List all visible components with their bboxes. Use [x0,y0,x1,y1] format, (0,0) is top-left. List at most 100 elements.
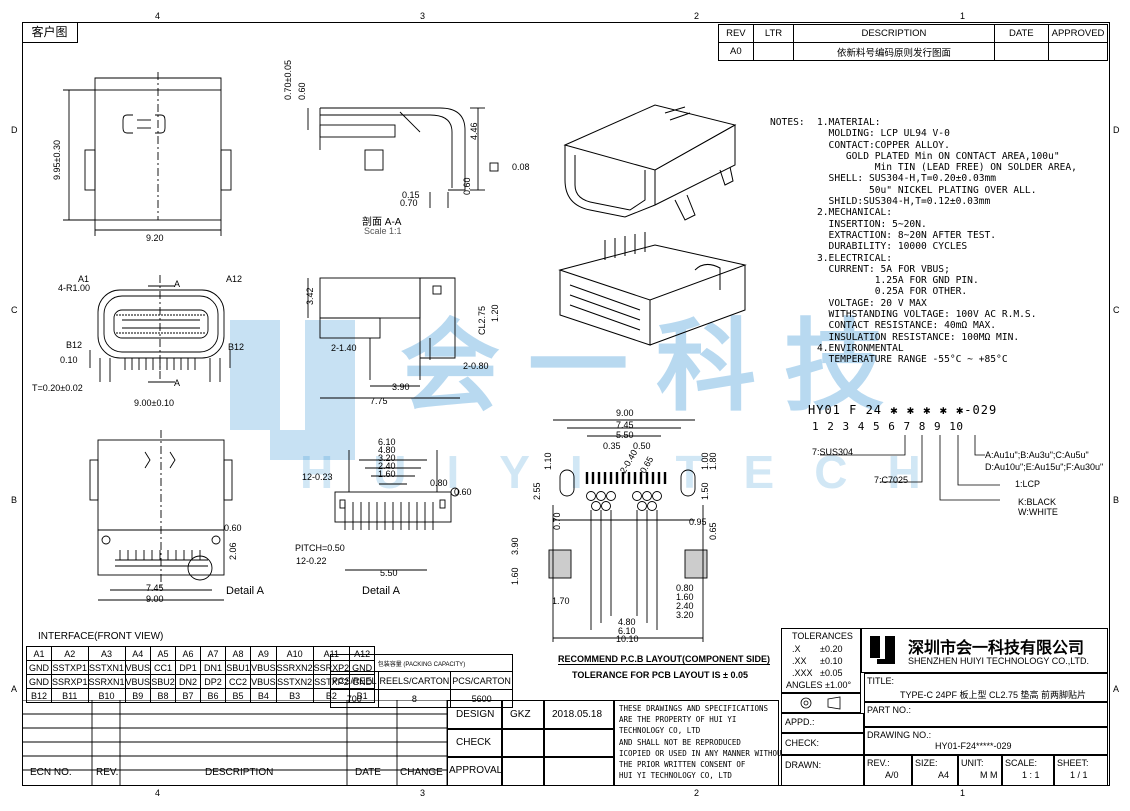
dim-sec-015: 0.15 [402,190,420,200]
rev-header-rev: REV [718,24,754,43]
dim-sec-070-005: 0.70±0.05 [283,60,293,100]
interface-cell: VBUS [124,674,152,689]
company-cell [861,628,1108,673]
dim-pcb-070: 0.70 [552,512,562,530]
dim-bottom-060: 0.60 [224,523,242,533]
company-name-cn: 深圳市会一科技有限公司 [908,640,1085,657]
signoff-check-label: CHECK [456,737,492,748]
note-line: CONTACT:COPPER ALLOY. [817,139,950,151]
packing-table: 包装容量 (PACKING CAPACITY) PCS/REEL REELS/C… [330,654,513,708]
zone-col-2-bottom: 2 [694,788,700,798]
note-line: EXTRACTION: 8~20N AFTER TEST. [817,229,997,241]
signoff-design-date: 2018.05.18 [552,709,603,720]
note-line: 50u" NICKEL PLATING OVER ALL. [817,184,1037,196]
interface-cell: A1 [26,646,52,661]
dim-bottom-900: 9.00 [146,594,164,604]
note-line: CURRENT: 5A FOR VBUS; [817,263,950,275]
interface-cell: DN2 [175,674,202,689]
rev-header-date: DATE [993,24,1050,43]
dim-side-120: 1.20 [490,304,500,322]
tol-x-value: ±0.20 [820,644,843,654]
dim-detail-610: 6.10 [378,437,396,447]
note-line: 1.MATERIAL: [817,117,881,128]
dim-pcb-035: 0.35 [603,441,621,451]
dim-sec-070: 0.70 [400,198,418,208]
note-line: 1.25A FOR GND PIN. [817,275,979,287]
signoff-designer-cell [502,700,544,729]
interface-cell: SSRXN2 [275,660,314,675]
signoff-check-cell [447,729,502,757]
projection-symbol-icon [800,696,841,710]
interface-cell: CC2 [225,674,252,689]
dim-detail-080: 0.80 [430,478,448,488]
dim-side-390: 3.90 [392,382,410,392]
dim-pcb-b480: 4.80 [618,617,636,627]
note-line: MOLDING: LCP UL94 V-0 [817,128,950,140]
dim-detail-12-022: 12-0.22 [296,556,327,566]
code-legend-plating-1: A:Au1u";B:Au3u";C:Au5u" [985,450,1089,460]
drawing-no-label: DRAWING NO.: [867,730,932,740]
part-code-leaders [820,435,1000,501]
part-no-label: PART NO.: [867,705,912,715]
signoff-date-cell [544,700,614,729]
dim-side-342: 3.42 [305,287,315,305]
code-legend-sus304: 7:SUS304 [812,447,854,457]
check-cell [781,733,864,755]
detail-a-title: Detail A [362,585,400,597]
interface-cell: A9 [250,646,277,661]
proprietary-notice: THESE DRAWINGS AND SPECIFICATIONS ARE TH… [619,703,782,781]
packing-header-pcs-reel: PCS/REEL [330,671,379,690]
signoff-approval-label: APPROVAL [449,765,503,776]
proprietary-line: THESE DRAWINGS AND SPECIFICATIONS [619,704,769,713]
note-line: 3.ELECTRICAL: [817,252,893,264]
bottom-view-drawing [89,430,233,601]
section-aa-scale: Scale 1:1 [364,226,402,236]
label-pin-a1: A1 [78,274,90,284]
interface-cell: A5 [150,646,177,661]
dim-pcb-390: 3.90 [510,537,520,555]
top-view-drawing [63,72,232,236]
size-value: A4 [938,770,950,780]
signoff-approval-name-cell [502,757,544,786]
change-header-rev: REV. [96,767,119,778]
dim-pcb-180: 1.80 [708,452,718,470]
company-name-en: SHENZHEN HUIYI TECHNOLOGY CO.,LTD. [908,656,1090,666]
tol-xxx-value: ±0.05 [820,668,843,678]
interface-cell: B12 [26,688,52,703]
interface-cell: VBUS [250,674,277,689]
dim-pcb-050: 0.50 [633,441,651,451]
section-aa-title: 剖面 A-A [362,217,402,228]
zone-row-c-left: C [11,305,18,315]
signoff-designer: GKZ [510,709,531,720]
code-legend-white: W:WHITE [1018,507,1058,517]
dim-top-height: 9.95±0.30 [52,140,62,180]
part-no-cell [864,702,1108,727]
zone-col-4-bottom: 4 [155,788,161,798]
rev-row-rev: A0 [718,42,754,61]
detail-a-drawing [334,450,460,571]
zone-row-d-right: D [1113,125,1120,135]
dim-side-140: 2-1.40 [331,343,357,353]
interface-cell: A3 [87,646,126,661]
interface-cell: B3 [275,688,314,703]
dim-pcb-b080: 0.80 [676,583,694,593]
drawn-cell [781,755,864,786]
pcb-tolerance-note: TOLERANCE FOR PCB LAYOUT IS ± 0.05 [572,670,748,680]
interface-cell: DN1 [200,660,227,675]
part-code: HY01 F 24 ✱ ✱ ✱ ✱ ✱-029 [808,403,998,417]
interface-cell: SSRXN1 [87,674,126,689]
unit-label: UNIT: [961,758,984,768]
signoff-check-date-cell [544,729,614,757]
change-header-ecn: ECN NO. [30,767,72,778]
tolerances-cell [781,628,861,693]
zone-col-2-top: 2 [694,11,700,21]
interface-cell: A10 [275,646,314,661]
interface-cell: SBU2 [150,674,177,689]
dim-pcb-110: 1.10 [543,452,553,470]
packing-pcs-carton: 5600 [450,689,513,708]
dim-sec-060: 0.60 [297,82,307,100]
interface-title: INTERFACE(FRONT VIEW) [38,631,164,642]
signoff-design-cell [447,700,502,729]
dim-front-radius: 4-R1.00 [58,283,91,293]
